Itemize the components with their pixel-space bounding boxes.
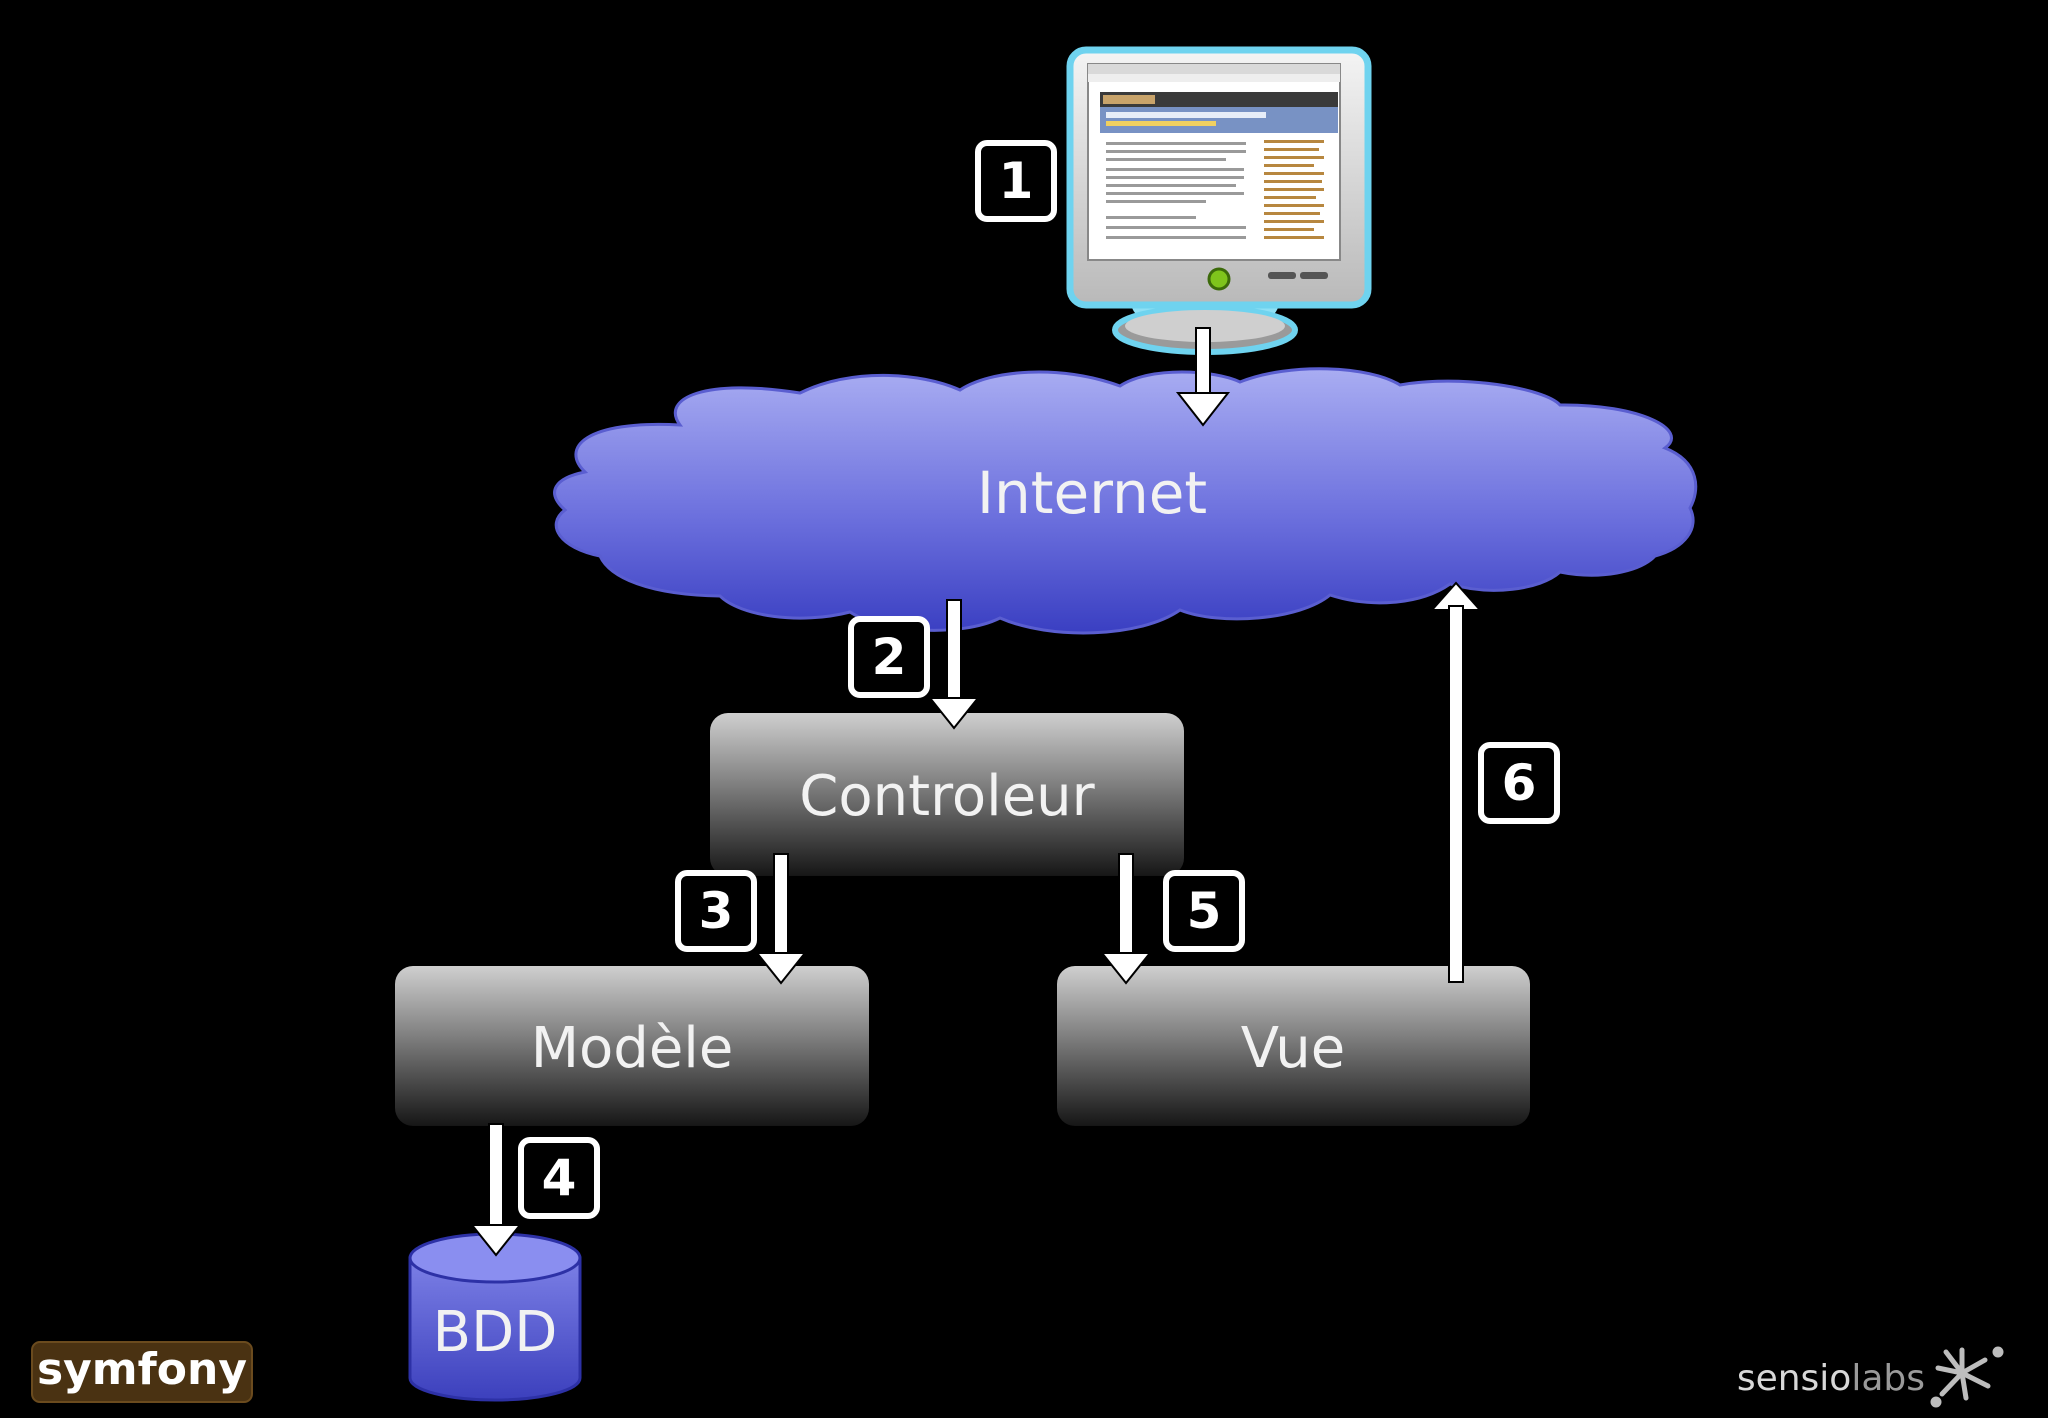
step-badge-2: 2 [848,616,930,698]
arrow-view-to-internet [1429,581,1483,983]
internet-cloud: Internet [553,367,1698,635]
step-badge-3: 3 [675,870,757,952]
view-label: Vue [1241,1016,1345,1081]
symfony-logo-text: symfony [37,1344,247,1395]
computer-monitor-icon [1066,46,1372,355]
step-number-3: 3 [699,882,734,940]
model-box: Modèle [395,966,869,1126]
step-number-6: 6 [1502,754,1537,812]
step-badge-5: 5 [1163,870,1245,952]
step-number-5: 5 [1187,882,1222,940]
internet-label: Internet [977,459,1207,527]
sensiolabs-logo: sensiolabs [1737,1346,2004,1408]
step-badge-6: 6 [1478,742,1560,824]
symfony-logo: symfony [31,1341,253,1403]
database-label: BDD [433,1300,558,1365]
database-cylinder-icon: BDD [408,1232,582,1402]
sensio-text: sensio [1737,1358,1852,1399]
arrow-controller-to-view [1099,853,1153,985]
controller-label: Controleur [799,764,1095,829]
model-label: Modèle [531,1016,734,1081]
step-badge-4: 4 [518,1137,600,1219]
step-number-2: 2 [872,628,907,686]
step-number-4: 4 [542,1149,577,1207]
arrow-controller-to-model [754,853,808,985]
step-number-1: 1 [999,152,1034,210]
arrow-internet-to-controller [927,599,981,730]
labs-text: labs [1851,1358,1925,1399]
view-box: Vue [1057,966,1530,1126]
controller-box: Controleur [710,713,1184,876]
sensiolabs-star-icon [1930,1346,2004,1408]
arrow-browser-to-internet [1175,327,1231,427]
svg-text:sensiolabs: sensiolabs [1737,1358,1925,1399]
step-badge-1: 1 [975,140,1057,222]
arrow-model-to-database [469,1123,523,1257]
